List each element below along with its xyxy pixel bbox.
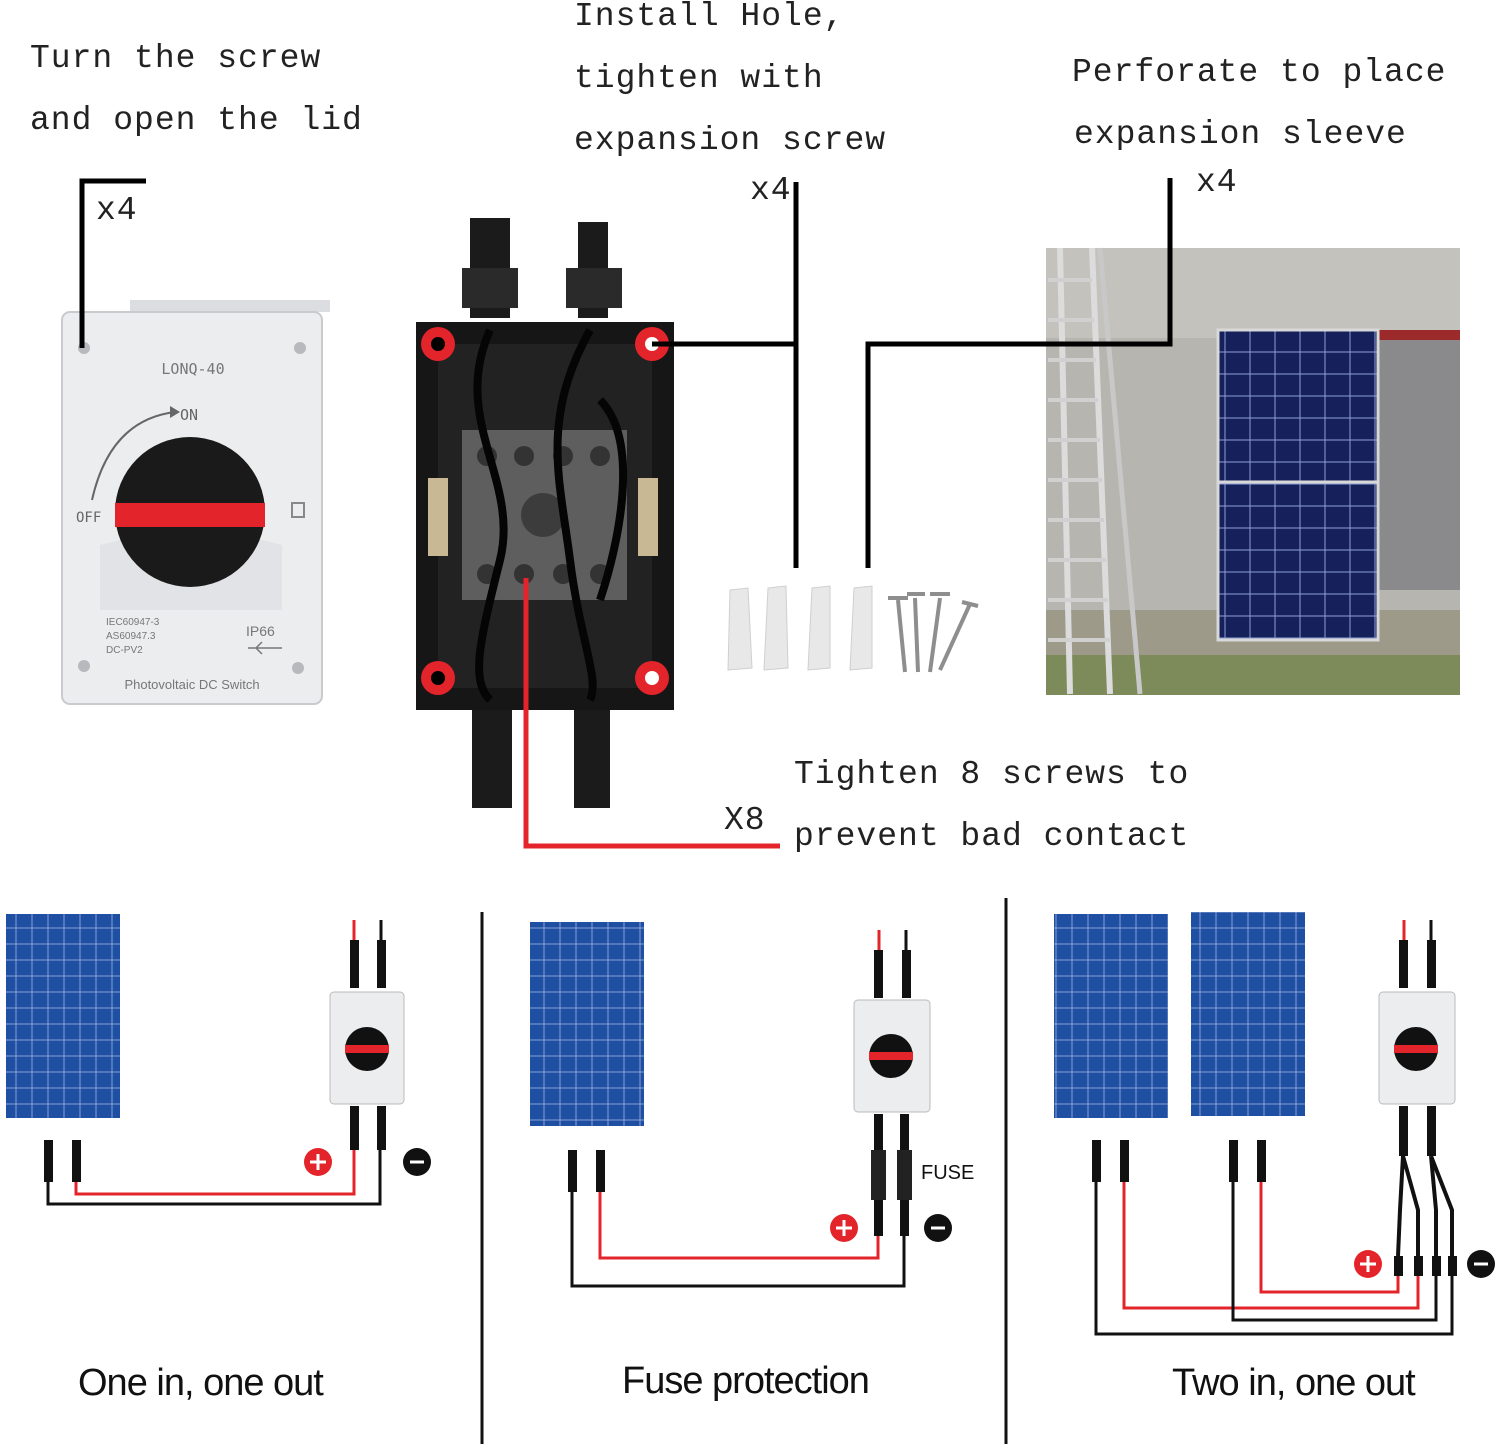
screw-icon — [294, 342, 306, 354]
switch-standard: IEC60947-3 — [106, 617, 160, 628]
dc-switch-front — [61, 300, 330, 705]
tighten-note-count: X8 — [724, 802, 766, 839]
solar-panel-icon — [1191, 912, 1305, 1116]
fuse-holder-icon — [871, 1150, 886, 1200]
perforate-note-count: x4 — [1196, 164, 1238, 201]
solar-panel-icon — [530, 922, 644, 1126]
solar-panel-icon — [1216, 328, 1380, 642]
switch-standard: AS60947.3 — [106, 631, 156, 642]
lid-note-line1: Turn the screw — [30, 40, 322, 77]
junction-box-open — [416, 218, 674, 808]
fuse-holder-icon — [897, 1150, 912, 1200]
solar-panel-icon — [1054, 914, 1168, 1118]
perforate-note-line2: expansion sleeve — [1074, 116, 1407, 153]
switch-standard: DC-PV2 — [106, 645, 143, 656]
tighten-note-line2: prevent bad contact — [794, 818, 1190, 855]
expansion-screws — [888, 592, 979, 673]
leader-line-lid — [79, 178, 146, 348]
caption-two-in-one-out: Two in, one out — [1172, 1362, 1416, 1404]
caption-one-in-one-out: One in, one out — [78, 1362, 324, 1404]
perforate-note-line1: Perforate to place — [1072, 54, 1447, 91]
switch-ip-rating: IP66 — [246, 623, 275, 639]
lid-note-count: x4 — [96, 192, 138, 229]
switch-product-name: Photovoltaic DC Switch — [124, 677, 259, 692]
solar-panel-icon — [6, 914, 120, 1118]
diagram-two-in-one-out — [1054, 912, 1495, 1336]
expansion-sleeves — [727, 585, 873, 671]
install-note-line2: tighten with — [574, 60, 824, 97]
rotate-arrow-icon — [91, 411, 176, 501]
leader-line-perforate — [865, 178, 1173, 568]
wall-photo — [1046, 247, 1460, 695]
screw-icon — [292, 662, 304, 674]
switch-model: LONQ-40 — [161, 360, 224, 378]
install-note-line3: expansion screw — [574, 122, 887, 159]
lid-note-line2: and open the lid — [30, 102, 363, 139]
tighten-note-line1: Tighten 8 screws to — [794, 756, 1190, 793]
switch-off-label: OFF — [76, 510, 101, 526]
switch-on-label: ON — [180, 406, 198, 424]
diagram-fuse-protection — [530, 922, 952, 1288]
install-note-line1: Install Hole, — [574, 0, 845, 35]
leader-line-tighten — [523, 578, 780, 849]
caption-fuse-protection: Fuse protection — [622, 1360, 870, 1402]
lock-icon — [291, 502, 305, 518]
diagram-one-in-one-out — [6, 914, 431, 1206]
screw-icon — [78, 660, 90, 672]
install-note-count: x4 — [750, 172, 792, 209]
fuse-label: FUSE — [921, 1162, 975, 1184]
